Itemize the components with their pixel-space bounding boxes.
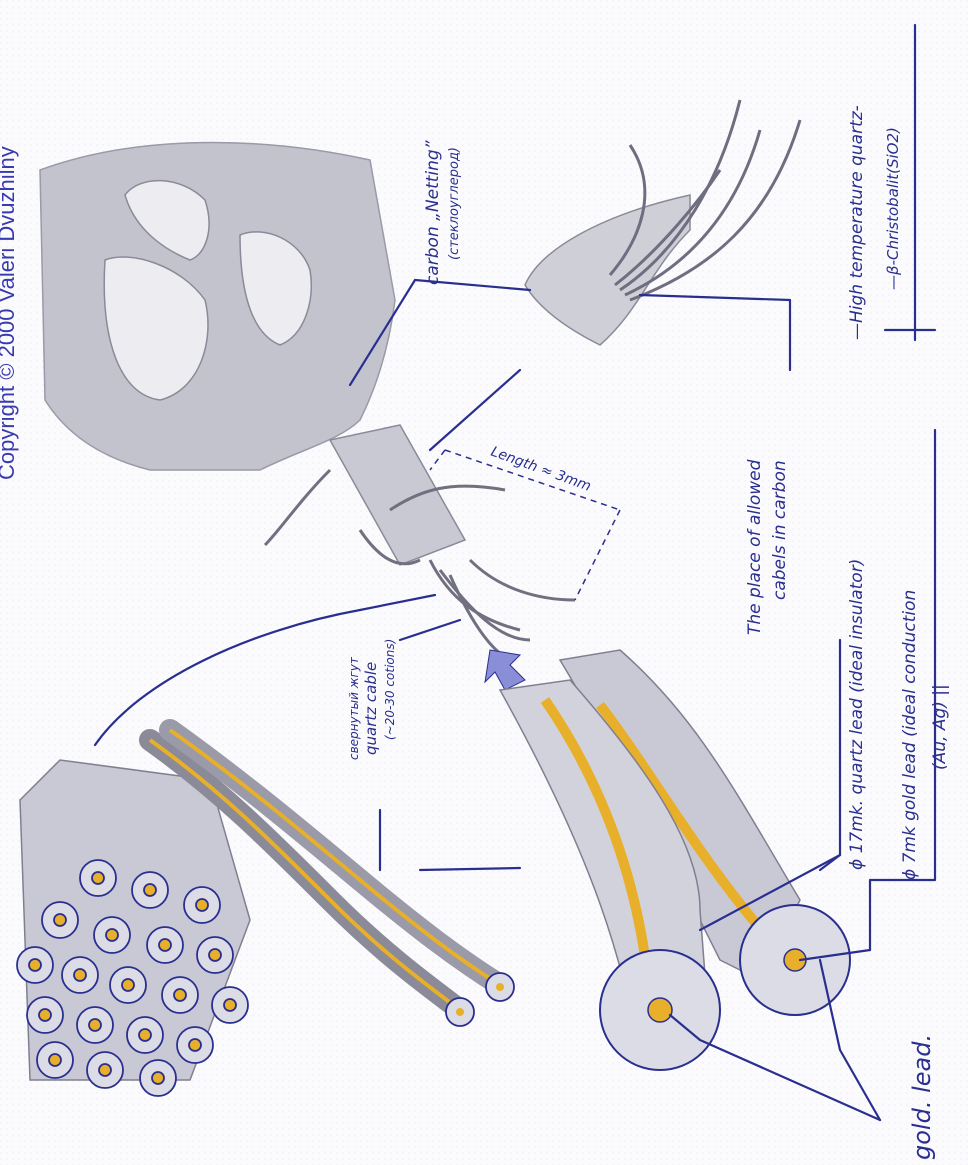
gold-lead-label: gold. lead. <box>908 1034 936 1160</box>
quartz-lead-label: ϕ 17mk. quartz lead (ideal insulator) <box>847 559 867 870</box>
gold-lead-desc-label: ϕ 7mk gold lead (ideal conduction <box>900 590 920 880</box>
gold-lead-desc-label-2: (Au, Ag) || <box>930 684 950 770</box>
quartz-cable-label: quartz cable <box>362 662 380 755</box>
quartz-cable-ru-label: свернутый жгут <box>347 656 361 760</box>
high-temp-label: —High temperature quartz- <box>847 105 867 340</box>
carbon-netting-label: carbon „Netting” <box>423 140 443 285</box>
copyright-text: Copyright © 2000 Valeri Dvuzhilny <box>0 146 19 480</box>
carbon-netting-ru-label: (стеклоуглерод) <box>447 147 462 260</box>
quartz-cable-count-label: (~20-30 cotions) <box>383 639 397 740</box>
cristobalit-label: —β-Christobalit(SiO2) <box>884 127 902 290</box>
place-label-line2: cabels in carbon <box>770 460 790 600</box>
place-label-line1: The place of allowed <box>745 459 765 635</box>
